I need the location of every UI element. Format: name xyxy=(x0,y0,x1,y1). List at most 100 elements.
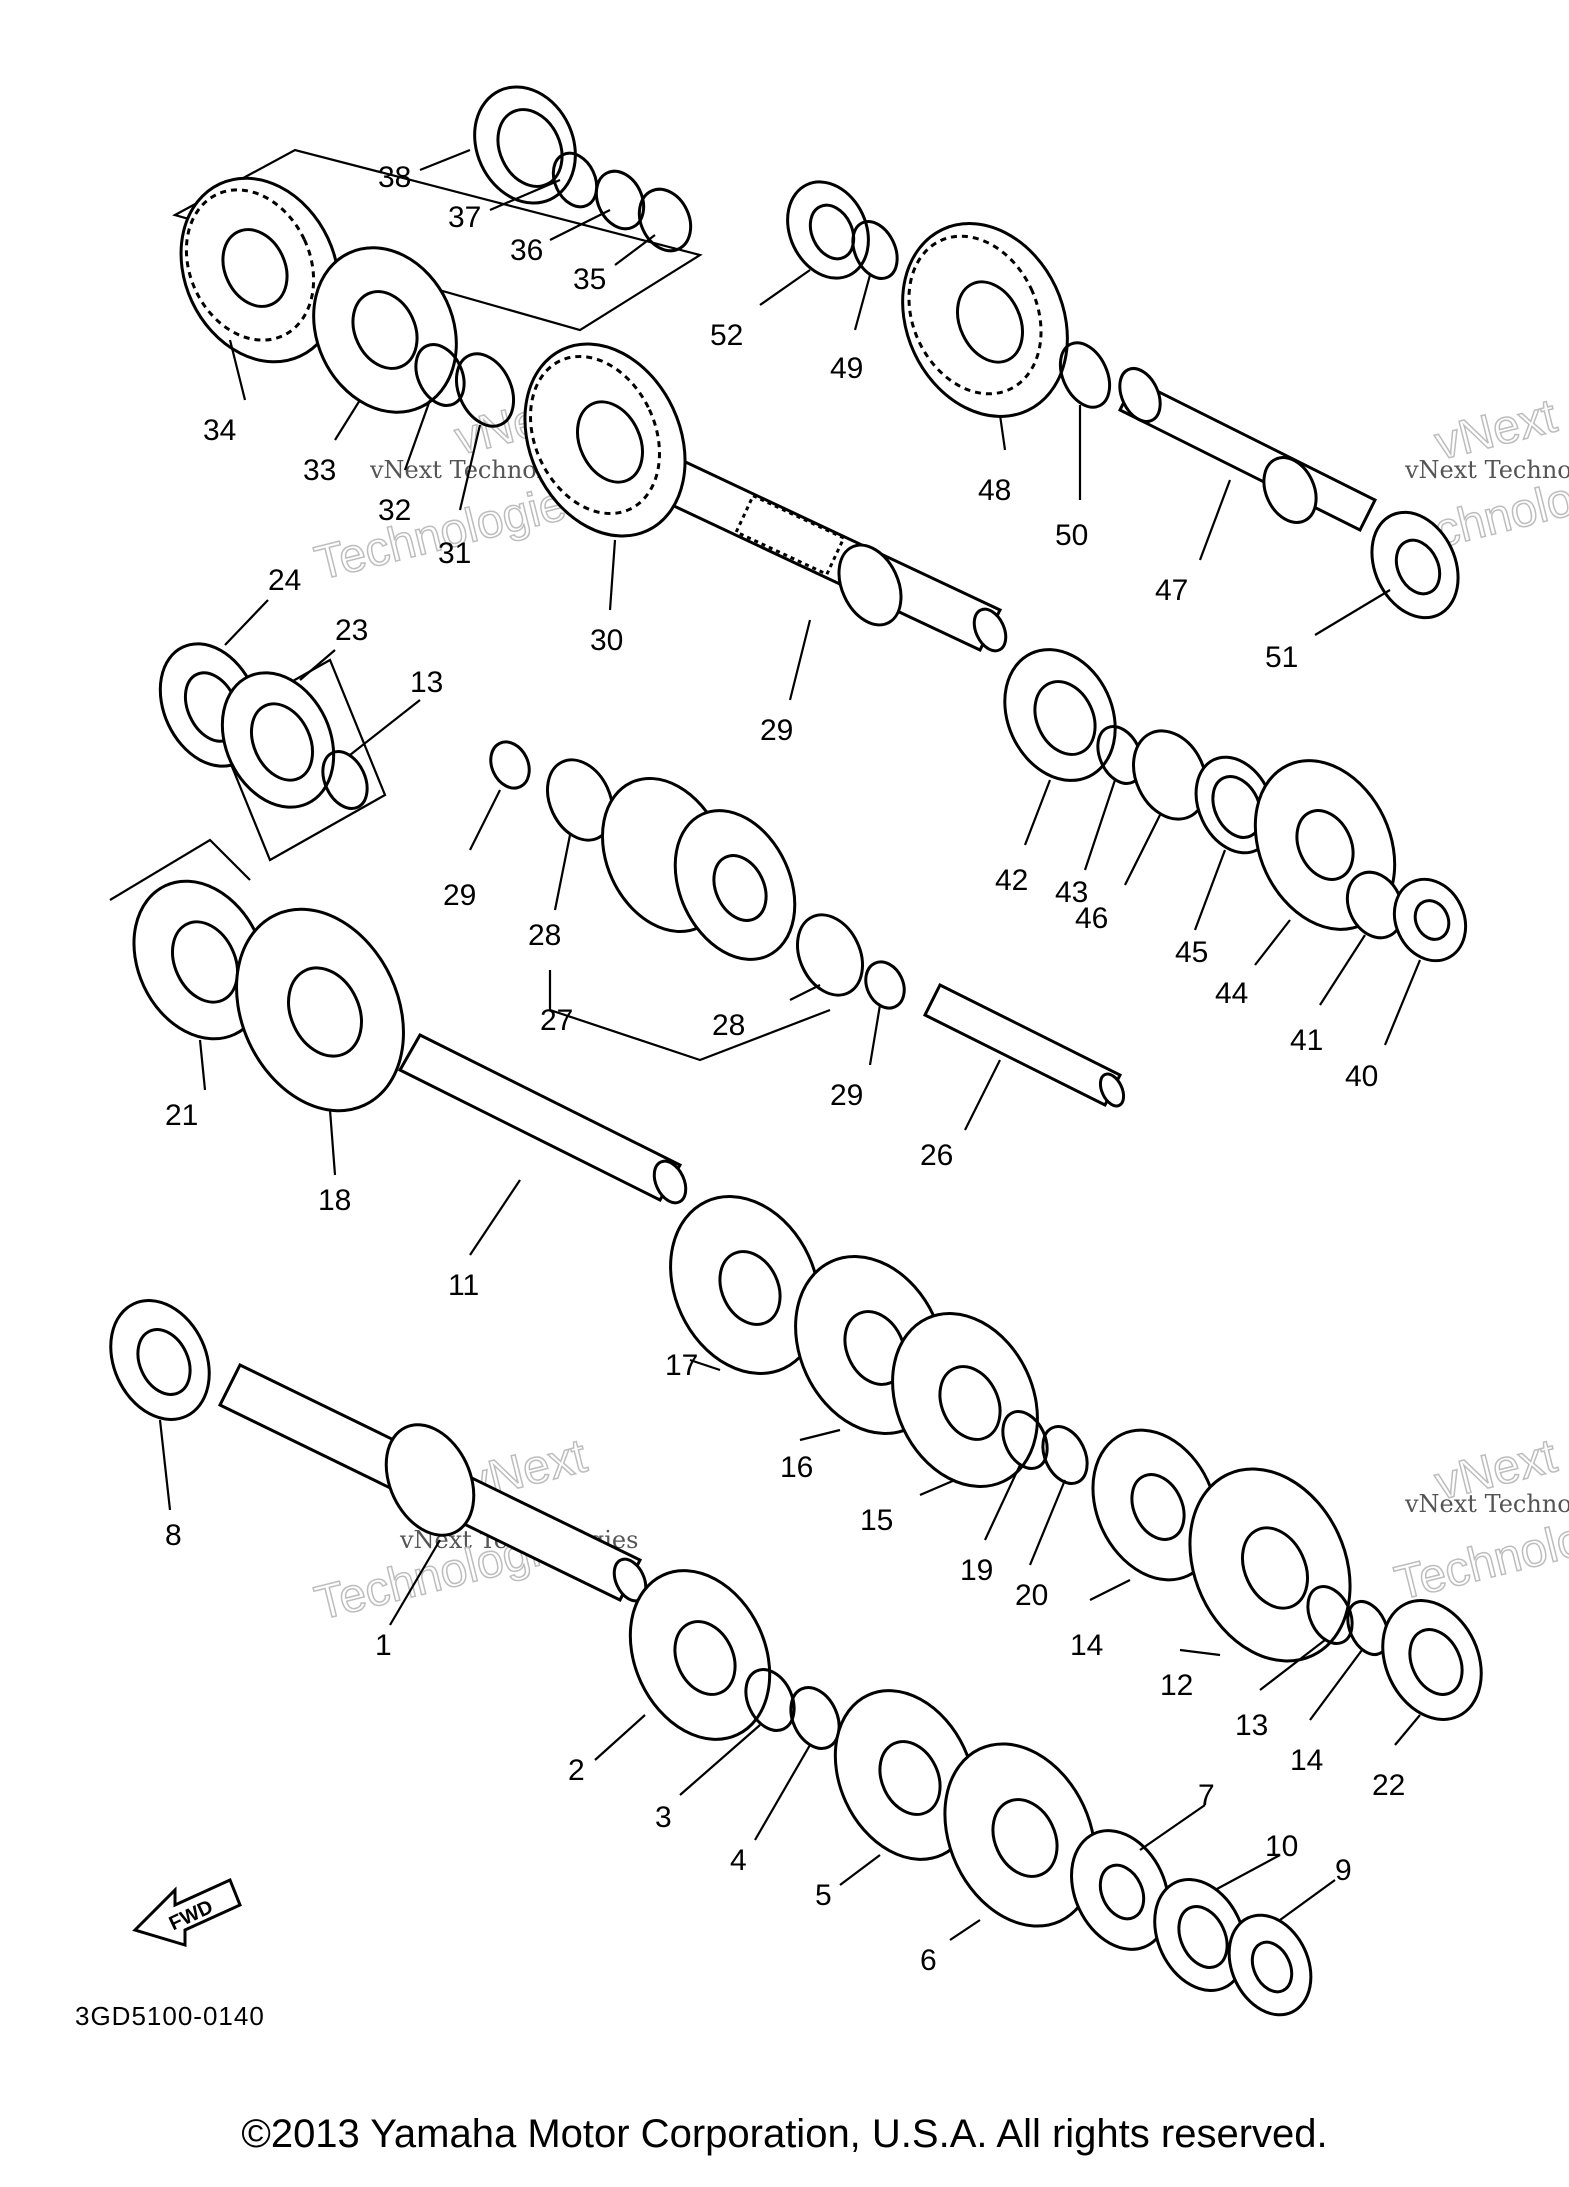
part-9-collar xyxy=(1227,1913,1313,2017)
part-12-gear xyxy=(1188,1467,1352,1663)
callout-1: 1 xyxy=(375,1629,392,1662)
fwd-arrow-icon: FWD xyxy=(132,1877,242,1948)
part-48-gear xyxy=(901,222,1069,418)
callout-32: 31 xyxy=(438,537,471,570)
part-27-gear xyxy=(601,776,797,961)
bracket-outline xyxy=(109,838,251,901)
callout-8: 8 xyxy=(165,1519,182,1552)
part-49-washer xyxy=(851,220,899,280)
part-18-gear xyxy=(669,1195,821,1375)
callout-22: 21 xyxy=(165,1099,198,1132)
callout-20: 19 xyxy=(960,1554,993,1587)
part-51-bearing xyxy=(1370,510,1460,620)
part-32-washer xyxy=(454,352,516,428)
copyright-notice: ©2013 Yamaha Motor Corporation, U.S.A. A… xyxy=(241,2112,1328,2156)
callout-40: 42 xyxy=(995,864,1028,897)
part-26-shaft xyxy=(922,982,1126,1108)
part-28-bearing xyxy=(796,913,864,997)
callout-45: 45 xyxy=(1175,936,1208,969)
part-46-collar xyxy=(1132,729,1208,821)
callout-4: 4 xyxy=(730,1844,747,1877)
callout-36: 35 xyxy=(573,263,606,296)
callout-30: 29 xyxy=(760,714,793,747)
callout-labels: 38 37 36 35 34 33 32 31 30 29 52 49 48 5… xyxy=(165,161,1405,1977)
callout-6: 6 xyxy=(920,1944,937,1977)
watermark-text: vNext Technologies xyxy=(1404,1490,1569,1518)
callout-9: 9 xyxy=(1335,1854,1352,1887)
part-4-circlip xyxy=(789,1686,841,1750)
callout-51: 51 xyxy=(1265,641,1298,674)
callout-39: 38 xyxy=(378,161,411,194)
part-24-bearing xyxy=(220,671,336,809)
callout-7: 7 xyxy=(1198,1779,1215,1812)
callout-46: 46 xyxy=(1075,902,1108,935)
callout-41: 43 xyxy=(1055,876,1088,909)
callout-31: 30 xyxy=(590,624,623,657)
callout-13: 13 xyxy=(410,666,443,699)
callout-19: 18 xyxy=(318,1184,351,1217)
part-8-bearing xyxy=(109,1299,211,1421)
part-20-washer xyxy=(1001,1410,1049,1470)
part-30-main-axle xyxy=(637,448,1008,653)
part-2-gear xyxy=(628,1569,772,1741)
part-29-washer xyxy=(489,740,531,790)
part-36-washer xyxy=(637,187,693,253)
callout-37: 36 xyxy=(510,234,543,267)
callout-48: 48 xyxy=(978,474,1011,507)
callout-10: 10 xyxy=(1265,1830,1298,1863)
part-13-washer xyxy=(321,750,369,810)
part-28-bearing xyxy=(546,758,614,842)
part-31-gear xyxy=(523,342,687,538)
callout-25: 24 xyxy=(268,564,301,597)
watermark-text: vNext Technologies xyxy=(1404,456,1569,484)
part-37-washer xyxy=(594,169,646,231)
callout-33: 32 xyxy=(378,494,411,527)
callout-29: 29 xyxy=(443,879,476,912)
callout-49: 49 xyxy=(830,352,863,385)
callout-17: 16 xyxy=(780,1451,813,1484)
bracket-outline xyxy=(548,970,831,1062)
part-13-washer xyxy=(1306,1585,1354,1645)
callout-38: 37 xyxy=(448,201,481,234)
part-3-washer xyxy=(744,1668,796,1732)
callout-3: 3 xyxy=(655,1801,672,1834)
bracket-outline xyxy=(172,148,703,332)
callout-16: 15 xyxy=(860,1504,893,1537)
part-40-bearing xyxy=(1003,648,1117,782)
part-7-gear xyxy=(1070,1829,1170,1951)
part-1-main-axle xyxy=(217,1363,648,1603)
callout-15: 14 xyxy=(1070,1629,1103,1662)
callout-24: 23 xyxy=(335,614,368,647)
callout-12: 12 xyxy=(1160,1669,1193,1702)
part-23-bearing xyxy=(1381,1599,1483,1721)
part-10-oil-seal xyxy=(1153,1878,1247,1992)
callout-21: 20 xyxy=(1015,1579,1048,1612)
callout-11: 11 xyxy=(448,1269,479,1302)
callout-42: 44 xyxy=(1215,977,1248,1010)
callout-14: 14 xyxy=(1290,1744,1323,1777)
callout-2: 2 xyxy=(568,1754,585,1787)
callout-35: 34 xyxy=(203,414,236,447)
part-5-gear xyxy=(833,1689,977,1861)
callout-5: 5 xyxy=(815,1879,832,1912)
part-34-gear xyxy=(312,246,458,414)
part-29-washer xyxy=(864,960,906,1010)
part-11-axle xyxy=(397,1033,688,1205)
part-6-gear xyxy=(943,1742,1097,1928)
callout-leaders xyxy=(158,148,1422,1941)
part-44-nut xyxy=(1392,877,1468,963)
callout-47: 47 xyxy=(1155,574,1188,607)
callout-28: 28 xyxy=(712,1009,745,1042)
callout-13: 13 xyxy=(1235,1709,1268,1742)
callout-26: 26 xyxy=(920,1139,953,1172)
part-16-gear xyxy=(891,1312,1039,1488)
part-15-gear xyxy=(1091,1428,1219,1582)
callout-43: 41 xyxy=(1290,1024,1323,1057)
part-19-gear xyxy=(235,907,405,1113)
part-14-circlip xyxy=(1346,1600,1390,1656)
part-38-circlip xyxy=(551,151,599,209)
callout-44: 40 xyxy=(1345,1060,1378,1093)
callout-28: 28 xyxy=(528,919,561,952)
part-52-bearing xyxy=(786,180,870,280)
